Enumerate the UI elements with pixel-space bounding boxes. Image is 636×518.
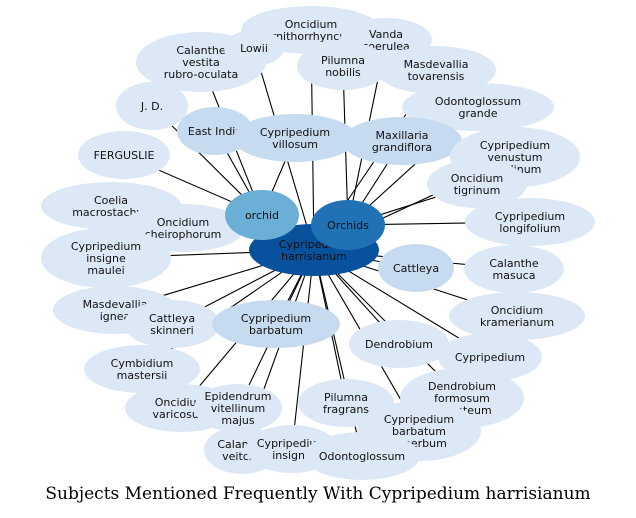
node-ellipse — [212, 300, 340, 348]
node-n35: Odontoglossum — [304, 432, 420, 480]
node-ellipse — [402, 83, 554, 131]
node-label: Lowii — [240, 42, 268, 55]
node-label: Cypripedium — [455, 351, 525, 364]
hub-label: Orchids — [327, 219, 369, 232]
node-label: Cattleya — [393, 262, 439, 275]
hub-orchids: Orchids — [311, 200, 385, 250]
edge-n34 — [291, 249, 315, 450]
node-n4: Lowii — [224, 30, 284, 66]
node-ellipse — [378, 244, 454, 292]
node-ellipse — [342, 117, 462, 165]
node-ellipse — [376, 46, 496, 94]
node-ellipse — [224, 30, 284, 66]
hub-label: orchid — [245, 209, 279, 222]
node-label: J. D. — [140, 100, 163, 113]
hub-orchid: orchid — [225, 190, 299, 240]
node-ellipse — [84, 345, 200, 393]
node-n9: East India — [177, 107, 253, 155]
node-n13: FERGUSLIE — [78, 131, 170, 179]
node-label: East India — [188, 125, 242, 138]
node-ellipse — [304, 432, 420, 480]
node-ellipse — [465, 198, 595, 246]
node-label: FERGUSLIE — [94, 149, 155, 162]
node-ellipse — [116, 82, 188, 130]
node-label: Dendrobium — [365, 338, 433, 351]
node-ellipse — [177, 107, 253, 155]
node-ellipse — [41, 228, 171, 288]
node-ellipse — [349, 320, 449, 368]
node-ellipse — [233, 114, 357, 162]
node-ellipse — [427, 160, 527, 208]
node-ellipse — [464, 245, 564, 293]
node-ellipse — [194, 384, 282, 432]
node-label: Odontoglossum — [319, 450, 405, 463]
node-n25: Dendrobium — [349, 320, 449, 368]
diagram-caption: Subjects Mentioned Frequently With Cypri… — [45, 484, 591, 504]
node-ellipse — [297, 42, 389, 90]
node-ellipse — [78, 131, 170, 179]
hub-ellipse — [225, 190, 299, 240]
hub-ellipse — [311, 200, 385, 250]
node-n7: J. D. — [116, 82, 188, 130]
node-ellipse — [124, 300, 220, 348]
node-n19: Cattleya — [378, 244, 454, 292]
node-ellipse — [449, 292, 585, 340]
